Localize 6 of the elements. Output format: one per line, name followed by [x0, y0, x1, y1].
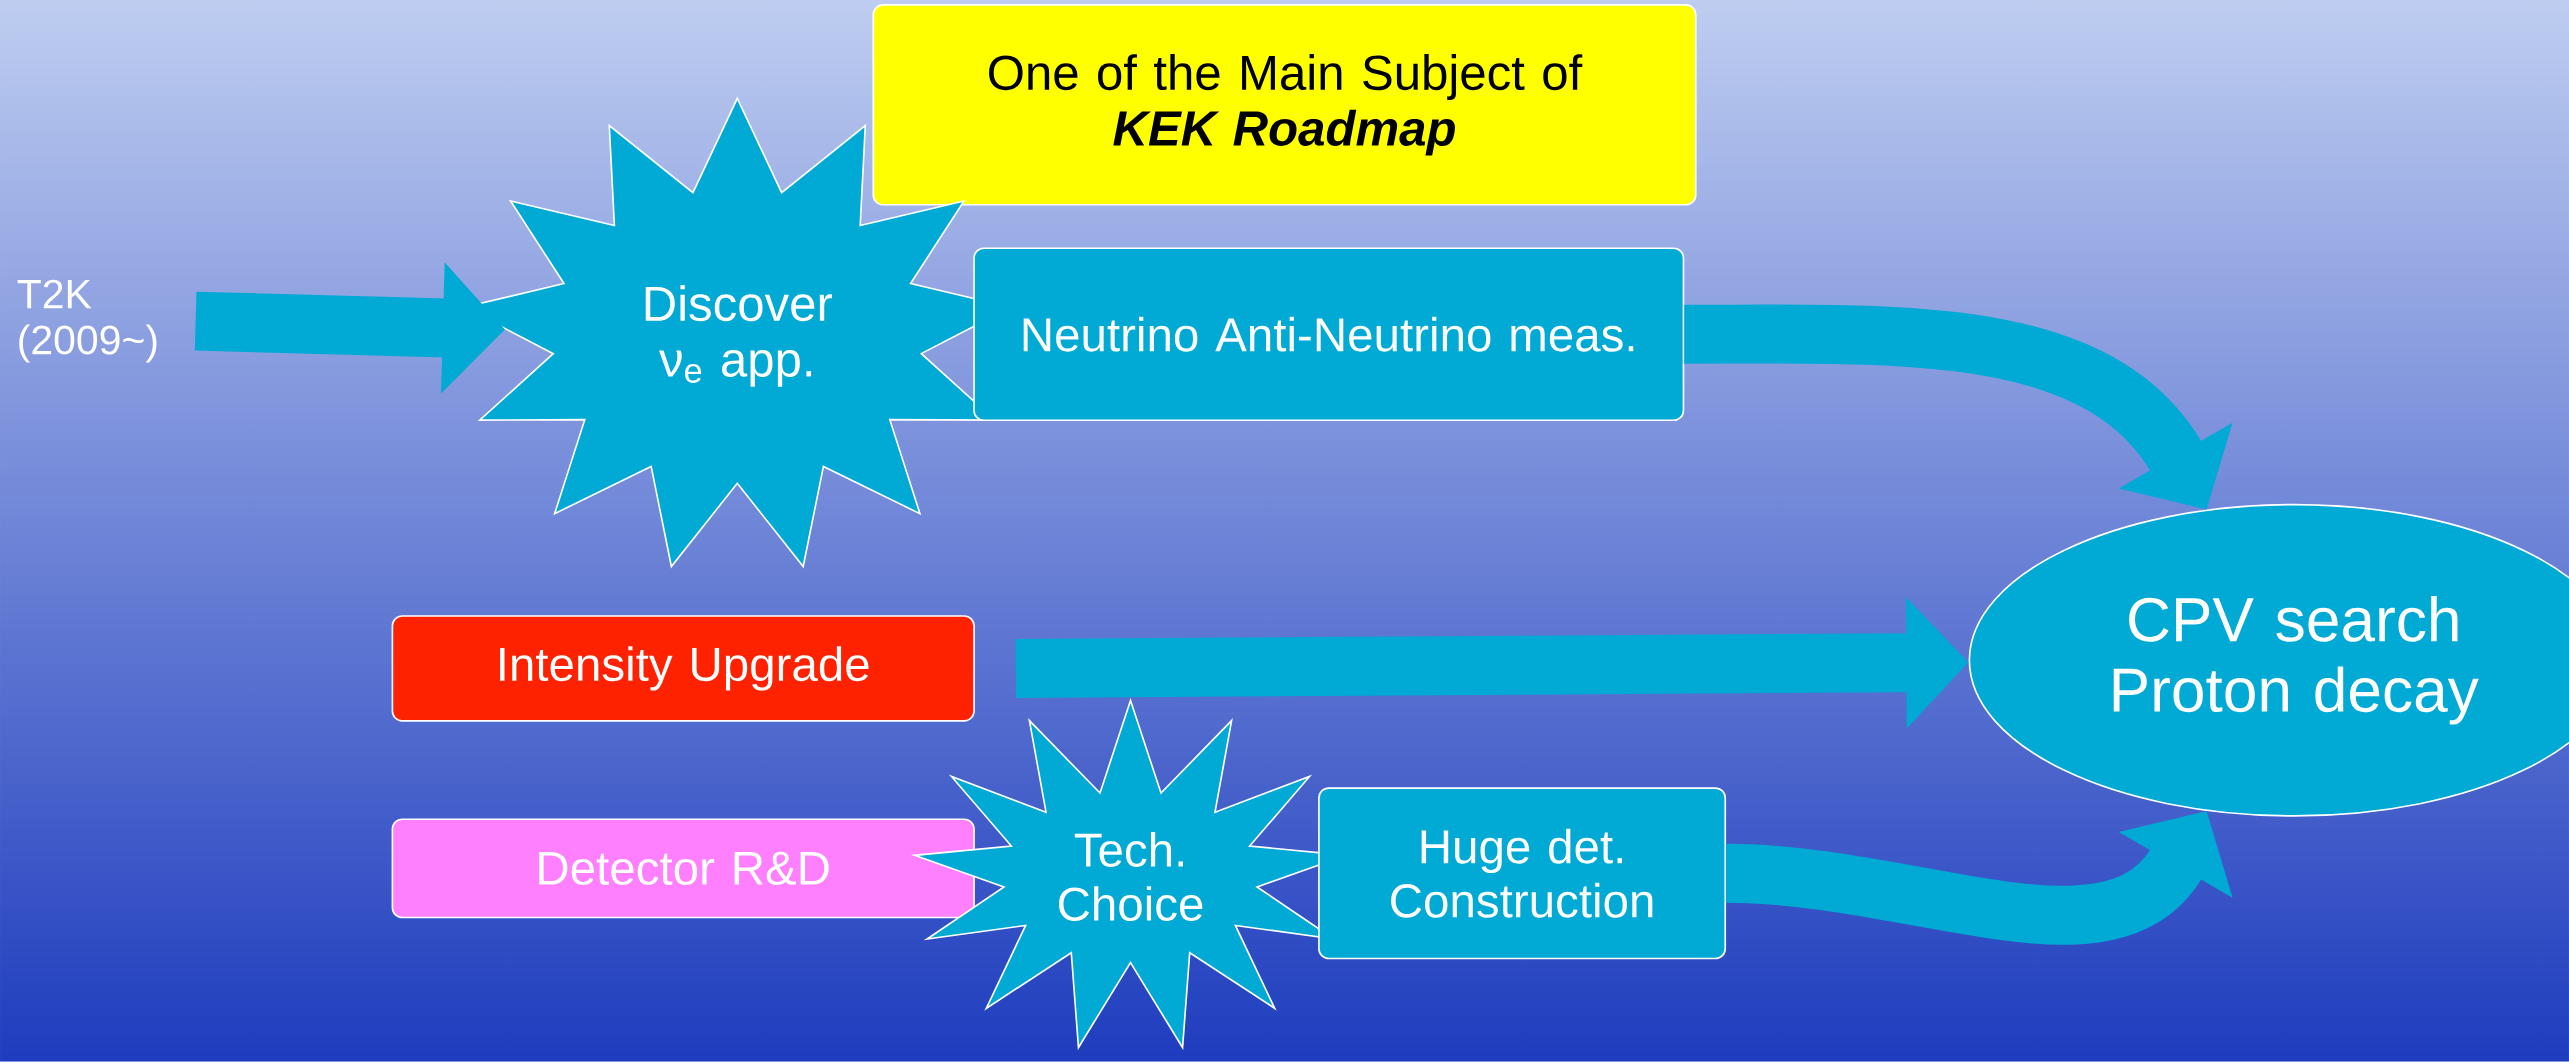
heading-box: One of the Main Subject of KEK Roadmap	[872, 4, 1697, 206]
process-box: Detector R&D	[391, 818, 975, 919]
process-box: Huge det. Construction	[1318, 787, 1727, 960]
timeline-label: T2K (2009~)	[17, 279, 157, 363]
process-box: Intensity Upgrade	[391, 615, 975, 722]
process-box: Neutrino Anti-Neutrino meas.	[973, 247, 1685, 422]
